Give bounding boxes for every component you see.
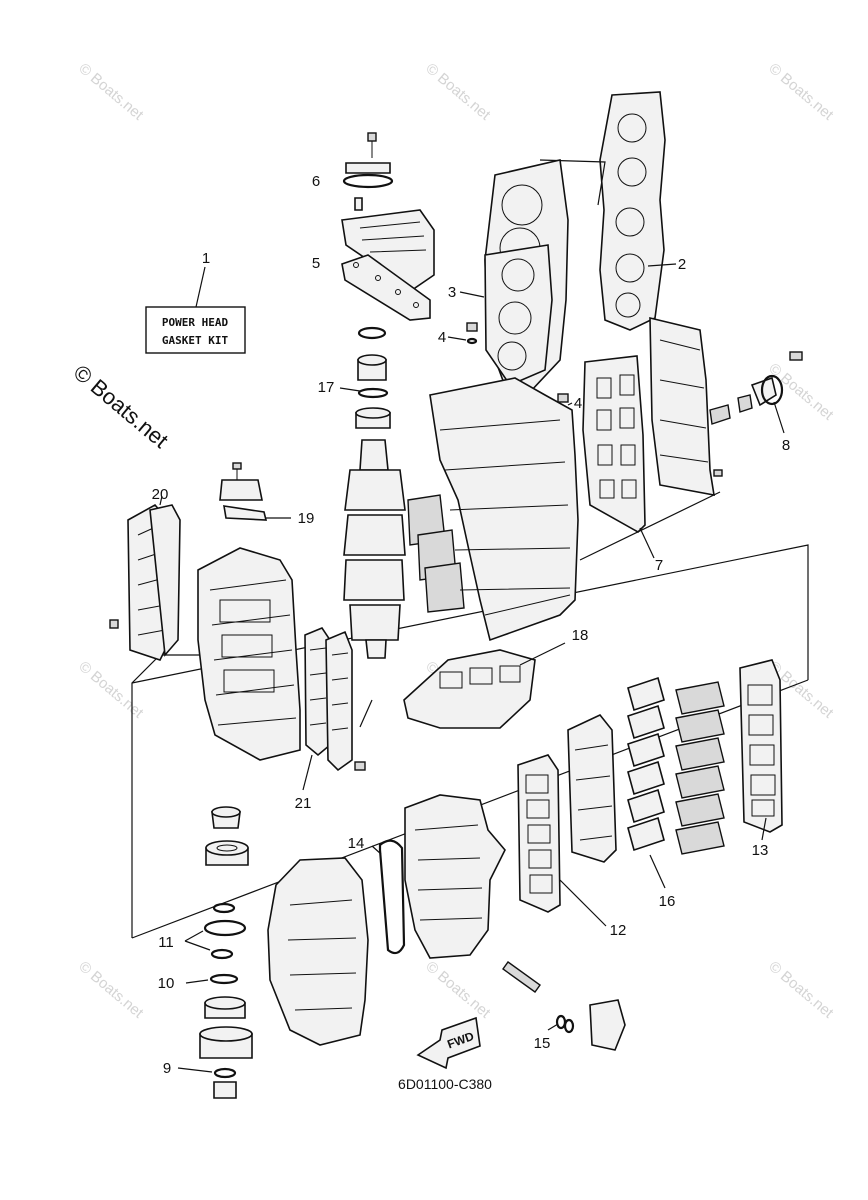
lower-rings-and-bearings (177, 902, 253, 1099)
callout-12: 12 (610, 922, 627, 939)
callout-10: 10 (158, 975, 175, 992)
diagram-code: 6D01100-C380 (398, 1076, 492, 1092)
crankcase-cover-plate (649, 316, 723, 496)
callout-4-top: 4 (438, 329, 446, 346)
cylinder-block (197, 547, 301, 761)
callout-17: 17 (318, 379, 335, 396)
kit-label-line2: GASKET KIT (162, 334, 229, 347)
reed-plate-gasket (517, 754, 607, 927)
reed-gasket-panel (739, 659, 783, 841)
thermostat-housing (709, 351, 803, 434)
reed-valve-plate (567, 714, 617, 863)
intake-manifold-gasket (371, 839, 406, 955)
watermark-5: © Boats.net (75, 658, 147, 722)
watermark-10: © Boats.net (765, 958, 837, 1022)
callout-15: 15 (534, 1035, 551, 1052)
callout-20: 20 (152, 486, 169, 503)
callout-16: 16 (659, 893, 676, 910)
callout-18: 18 (572, 627, 589, 644)
callout-5: 5 (312, 255, 320, 272)
callout-13: 13 (752, 842, 769, 859)
crankshaft-bearing-stack (339, 326, 391, 429)
callout-9: 9 (163, 1060, 171, 1077)
reed-valve-gaskets (627, 676, 666, 889)
intake-silencer (267, 857, 369, 1046)
intake-manifold (404, 794, 506, 959)
callout-4-right: 4 (574, 395, 582, 412)
callout-19: 19 (298, 510, 315, 527)
callouts: 1 2 3 4 4 5 6 7 8 9 10 11 12 13 14 15 16… (152, 173, 791, 1077)
callout-1: 1 (202, 250, 210, 267)
watermark-1: © Boats.net (75, 60, 147, 124)
reed-valves (675, 681, 725, 855)
kit-label-line1: POWER HEAD (162, 316, 229, 329)
crankshaft (343, 439, 465, 659)
callout-8: 8 (782, 437, 790, 454)
callout-2: 2 (678, 256, 686, 273)
callout-14: 14 (348, 835, 365, 852)
callout-11: 11 (158, 934, 174, 951)
forward-arrow: FWD (416, 1016, 481, 1070)
watermark-4: © Boats.net (765, 360, 837, 424)
crankcase-gasket (582, 355, 655, 559)
watermark-large: © Boats.net (69, 360, 173, 453)
left-gasket (109, 495, 181, 661)
exhaust-plate-gasket (403, 642, 566, 729)
crankcase-block (429, 377, 579, 642)
callout-3: 3 (448, 284, 456, 301)
intake-fitting (219, 462, 291, 521)
callout-6: 6 (312, 173, 320, 190)
cylinder-gasket (459, 159, 569, 393)
side-gaskets (302, 627, 366, 791)
callout-21: 21 (295, 795, 312, 812)
thermostat-cover-assembly (341, 132, 435, 291)
bolt-washers (447, 322, 573, 414)
watermark-3: © Boats.net (765, 60, 837, 124)
watermark-2: © Boats.net (422, 60, 494, 124)
watermark-9: © Boats.net (422, 958, 494, 1022)
thermostat-gasket (341, 254, 431, 321)
sensor-assembly (502, 961, 626, 1051)
watermark-8: © Boats.net (75, 958, 147, 1022)
gasket-kit-label: POWER HEAD GASKET KIT (145, 266, 246, 354)
callout-7: 7 (655, 557, 663, 574)
exhaust-gaskets (539, 91, 677, 331)
lower-seal-stack (205, 806, 249, 866)
